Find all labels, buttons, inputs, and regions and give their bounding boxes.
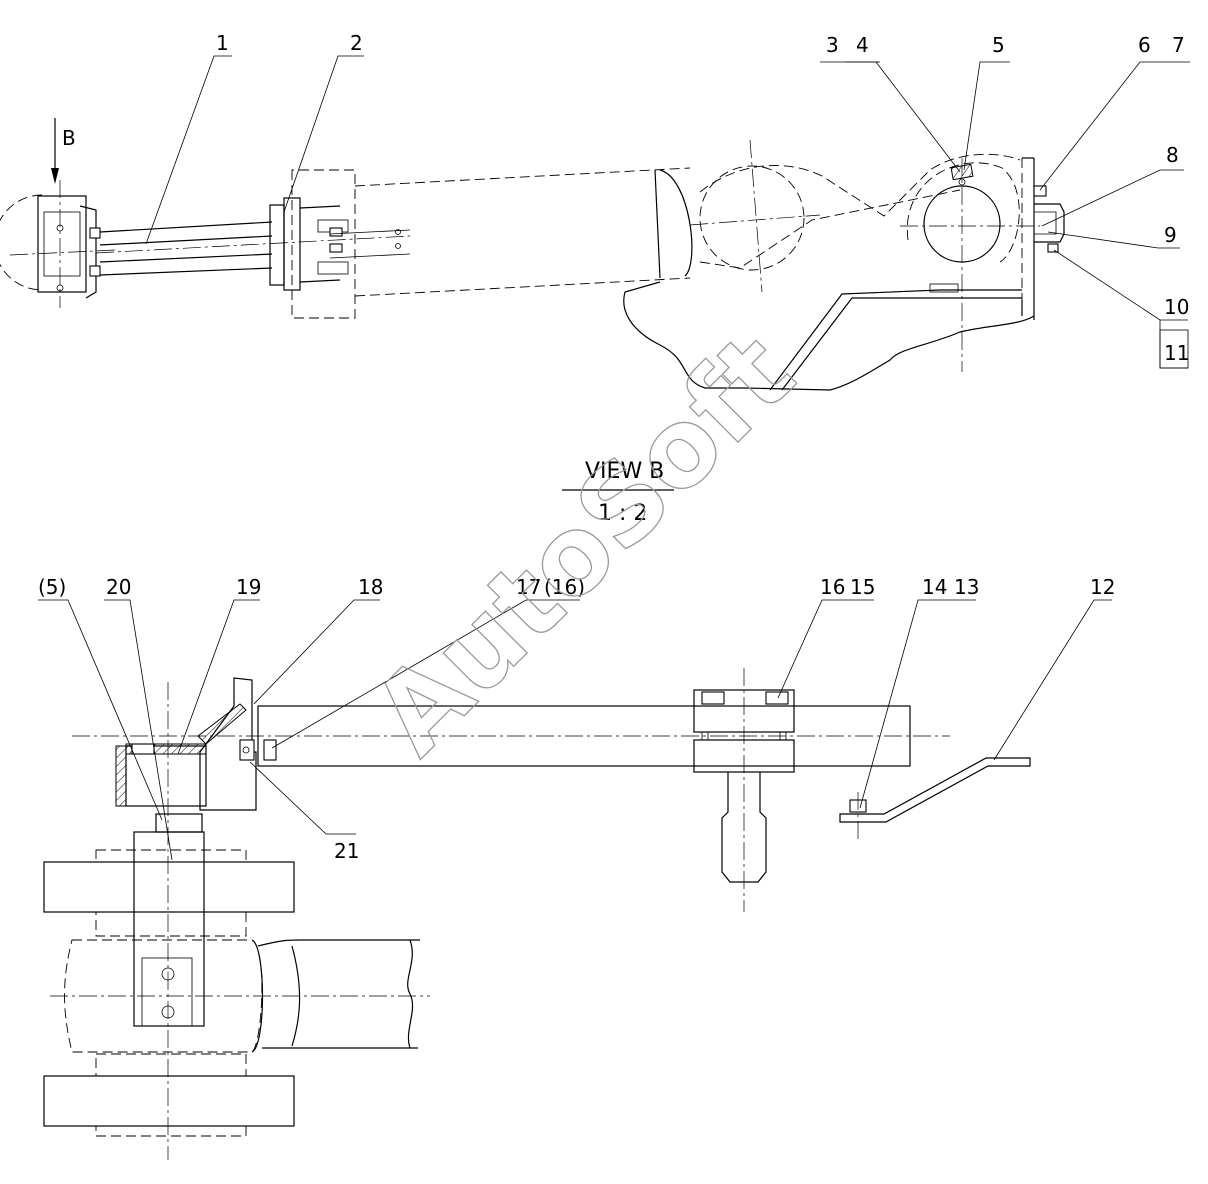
callout-7: 7 xyxy=(1172,33,1185,57)
lock-arm-bar xyxy=(72,668,950,1160)
view-arrow-label: B xyxy=(62,126,76,150)
piston-rod xyxy=(95,221,411,276)
callout-5: 5 xyxy=(992,33,1005,57)
callouts: 1 2 3 4 5 6 7 8 9 10 11 (5) 20 19 18 17 … xyxy=(38,31,1189,863)
callout-9: 9 xyxy=(1164,223,1177,247)
callout-12: 12 xyxy=(1090,575,1115,599)
lock-bracket xyxy=(115,677,277,811)
cylinder-barrel xyxy=(354,167,693,297)
watermark: AutoSoft xyxy=(350,310,818,778)
rod-end-head xyxy=(0,180,116,308)
callout-1: 1 xyxy=(216,31,229,55)
view-scale: 1 : 2 xyxy=(598,501,647,526)
callout-16: 16 xyxy=(820,575,845,599)
view-arrow-b: B xyxy=(51,118,76,184)
callout-4: 4 xyxy=(856,33,869,57)
lock-plate xyxy=(839,757,1031,842)
callout-19: 19 xyxy=(236,575,261,599)
cylinder-eye xyxy=(689,139,821,293)
callout-6: 6 xyxy=(1138,33,1151,57)
callout-11: 11 xyxy=(1164,341,1189,365)
callout-15: 15 xyxy=(850,575,875,599)
callout-17: 17 xyxy=(516,575,541,599)
callout-13: 13 xyxy=(954,575,979,599)
main-view: B xyxy=(0,118,1065,391)
lock-plate-bracket xyxy=(1033,185,1065,253)
view-b xyxy=(43,668,1031,1160)
callout-3: 3 xyxy=(826,33,839,57)
callout-14: 14 xyxy=(922,575,947,599)
view-b-title: VIEW B 1 : 2 xyxy=(562,459,674,526)
leader-lines xyxy=(38,55,1190,861)
callout-10: 10 xyxy=(1164,295,1189,319)
callout-16-ref: (16) xyxy=(544,575,585,599)
view-title: VIEW B xyxy=(585,459,664,484)
callout-2: 2 xyxy=(350,31,363,55)
callout-21: 21 xyxy=(334,839,359,863)
callout-20: 20 xyxy=(106,575,131,599)
pin-and-rollers xyxy=(43,813,430,1137)
cylinder-flange xyxy=(269,169,411,319)
boom-arm xyxy=(623,153,1035,391)
pivot-pin xyxy=(900,158,1040,372)
callout-8: 8 xyxy=(1166,143,1179,167)
callout-5-ref: (5) xyxy=(38,575,66,599)
clamp-blocks xyxy=(693,689,795,883)
callout-18: 18 xyxy=(358,575,383,599)
